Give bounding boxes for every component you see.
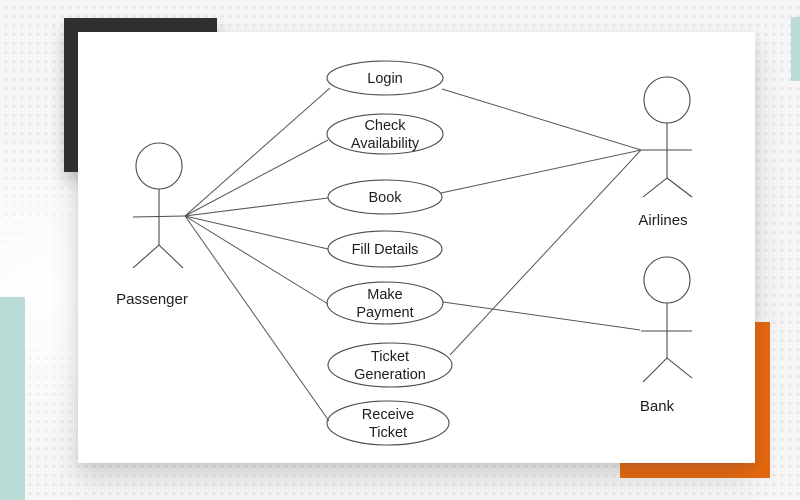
stick-figure-right-leg [666,357,693,379]
usecase-label: Generation [354,367,426,383]
association-passenger-book [184,197,329,217]
decor-teal-strip-left [0,297,25,500]
usecase-label: Book [368,190,402,206]
actor-airlines-label: Airlines [638,212,687,229]
association-airlines-login [441,88,642,151]
usecase-label: Payment [356,305,413,321]
actor-bank: Bank [640,256,693,415]
association-passenger-login [184,87,331,217]
actor-passenger-label: Passenger [116,291,188,308]
stick-figure-head-icon [135,142,183,190]
usecase-label: Make [367,287,402,303]
stick-figure-head-icon [643,76,691,124]
association-passenger-receive-ticket [184,215,330,422]
usecase-label: Check [364,118,406,134]
usecase-label: Ticket [371,349,409,365]
stick-figure-head-icon [643,256,691,304]
usecase-label: Availability [351,136,420,152]
actor-bank-label: Bank [640,398,675,415]
usecase-label: Login [367,71,402,87]
usecase-check-availability: Check Availability [326,113,444,155]
stick-figure-left-leg [642,357,668,383]
usecase-ellipse [326,281,444,325]
usecase-make-payment: Make Payment [326,281,444,325]
stick-figure-left-leg [132,244,160,269]
stick-figure-right-leg [158,244,184,269]
usecase-fill-details: Fill Details [327,230,443,268]
usecase-login: Login [326,60,444,96]
actor-airlines: Airlines [638,76,693,229]
association-passenger-fill-details [184,215,329,250]
usecase-ellipse [327,342,453,388]
usecase-ellipse [327,230,443,268]
association-passenger-check-availability [184,139,329,217]
diagram-card: Passenger Airlines Bank [78,32,755,463]
association-airlines-ticket-generation [449,149,642,356]
usecase-ellipse [327,179,443,215]
stick-figure-arms [132,215,186,218]
usecase-label: Ticket [369,425,407,441]
usecase-receive-ticket: Receive Ticket [326,400,450,446]
usecase-label: Receive [362,407,414,423]
usecase-ellipse [326,113,444,155]
usecase-book: Book [327,179,443,215]
association-passenger-make-payment [184,215,329,305]
actor-passenger: Passenger [116,142,188,308]
usecase-ticket-generation: Ticket Generation [327,342,453,388]
decor-teal-strip-topright [791,17,800,81]
association-bank-make-payment [442,301,641,331]
uml-usecase-diagram: Passenger Airlines Bank [116,60,693,446]
usecase-ellipse [326,60,444,96]
stick-figure-right-leg [666,177,693,198]
association-airlines-book [440,149,642,194]
stick-figure-left-leg [642,177,668,198]
usecase-ellipse [326,400,450,446]
usecase-label: Fill Details [352,242,419,258]
associations [184,87,642,422]
